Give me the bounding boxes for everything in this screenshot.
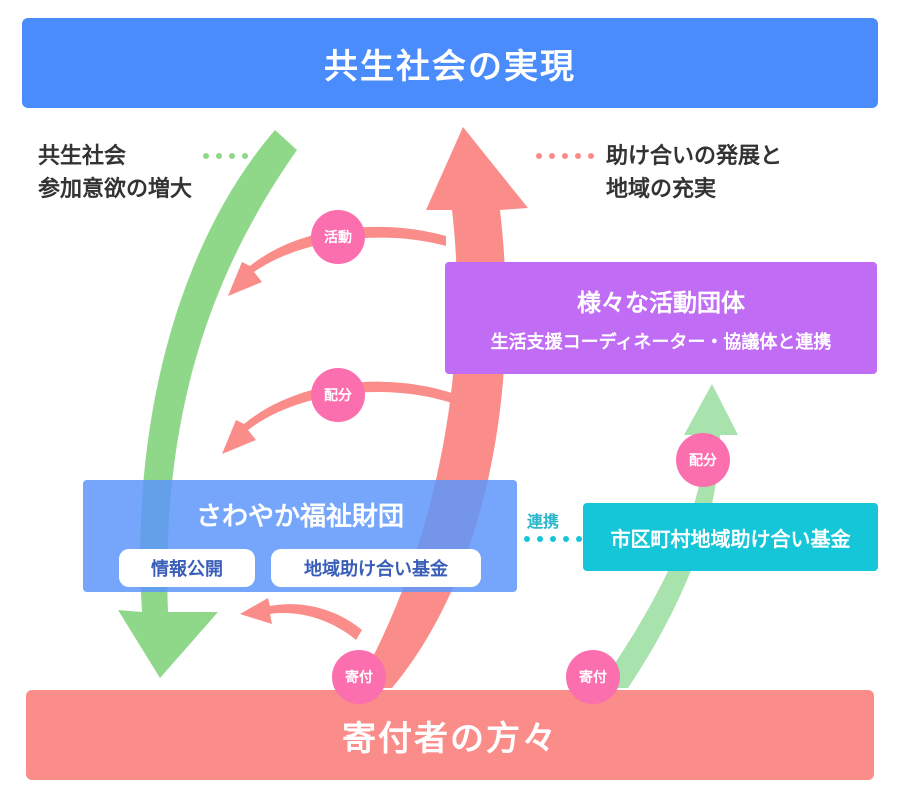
top-banner: 共生社会の実現 <box>22 18 878 108</box>
note-left-line-2: 参加意欲の増大 <box>38 177 193 202</box>
activity-groups-subtitle: 生活支援コーディネーター・協議体と連携 <box>490 331 832 353</box>
badge-donation-left: 寄付 <box>332 650 386 704</box>
municipal-fund-text: 市区町村地域助け合い基金 <box>610 526 851 551</box>
small-donation-arrow <box>240 598 362 640</box>
note-left-dots <box>203 153 248 159</box>
badge-distribution-left: 配分 <box>311 368 365 422</box>
note-left: 共生社会 参加意欲の増大 <box>38 140 192 206</box>
light-green-distribution-arrow <box>598 384 738 688</box>
distribution-arrow <box>222 381 455 454</box>
foundation-item-disclosure: 情報公開 <box>119 549 255 587</box>
foundation-item-fund: 地域助け合い基金 <box>271 549 481 587</box>
badge-activity: 活動 <box>311 210 365 264</box>
note-right-dots <box>536 153 594 159</box>
badge-distribution-right: 配分 <box>676 433 730 487</box>
note-right: 助け合いの発展と 地域の充実 <box>606 140 782 206</box>
note-right-line-1: 助け合いの発展と <box>606 144 783 169</box>
top-banner-text: 共生社会の実現 <box>324 46 576 87</box>
badge-donation-right: 寄付 <box>566 650 620 704</box>
bottom-banner: 寄付者の方々 <box>26 690 874 780</box>
activity-groups-box: 様々な活動団体 生活支援コーディネーター・協議体と連携 <box>445 262 877 374</box>
pink-donation-arrow <box>356 127 528 688</box>
municipal-fund-box: 市区町村地域助け合い基金 <box>583 503 878 571</box>
note-right-line-2: 地域の充実 <box>606 177 717 202</box>
bottom-banner-text: 寄付者の方々 <box>342 718 558 759</box>
activity-groups-title: 様々な活動団体 <box>577 288 745 317</box>
green-participation-arrow <box>118 130 297 678</box>
note-left-line-1: 共生社会 <box>38 144 127 169</box>
foundation-items: 情報公開 地域助け合い基金 <box>119 549 481 587</box>
link-dots <box>524 536 582 542</box>
foundation-title: さわやか福祉財団 <box>195 502 404 532</box>
foundation-box: さわやか福祉財団 情報公開 地域助け合い基金 <box>83 480 517 592</box>
link-label: 連携 <box>527 512 560 531</box>
